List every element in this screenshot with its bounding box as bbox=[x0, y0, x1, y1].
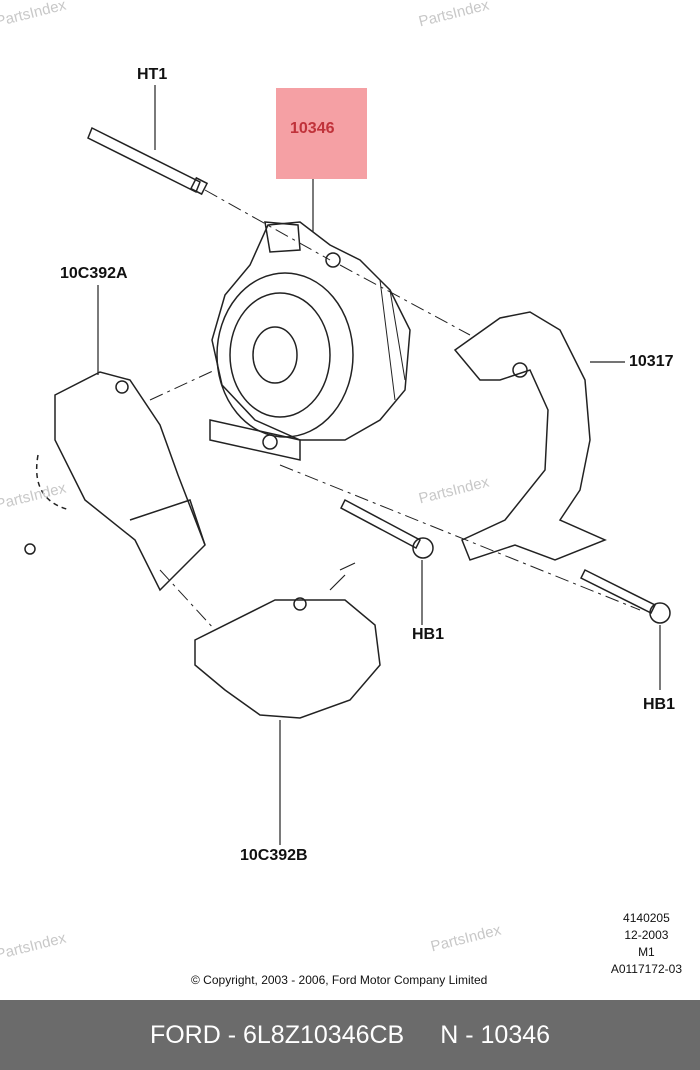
assembly-axes bbox=[149, 189, 641, 631]
bolt-hb1-b bbox=[579, 568, 671, 624]
bracket-10317 bbox=[453, 311, 607, 561]
callout-10c392a[interactable]: 10C392A bbox=[60, 265, 128, 282]
alternator-exploded-diagram bbox=[24, 85, 671, 845]
footer-bar: FORD - 6L8Z10346CB N - 10346 bbox=[0, 1000, 700, 1070]
callout-10346-highlight[interactable]: 10346 bbox=[276, 88, 367, 179]
callout-hb1[interactable]: HB1 bbox=[643, 696, 676, 713]
reference-number: N - 10346 bbox=[440, 1020, 551, 1049]
drawing-sheet: M1 bbox=[638, 945, 655, 959]
callout-10c392b[interactable]: 10C392B bbox=[240, 847, 308, 864]
callout-10346: 10346 bbox=[290, 120, 335, 137]
cover-10c392a bbox=[24, 371, 206, 592]
leader-lines bbox=[97, 85, 661, 845]
part-number: FORD - 6L8Z10346CB bbox=[149, 1020, 405, 1049]
bolt-hb1-a bbox=[340, 498, 434, 559]
callout-hb1[interactable]: HB1 bbox=[412, 626, 445, 643]
drawing-date: 12-2003 bbox=[624, 928, 669, 942]
stud-ht1 bbox=[87, 126, 209, 196]
callout-ht1[interactable]: HT1 bbox=[137, 66, 168, 83]
drawing-id: A0117172-03 bbox=[610, 962, 682, 976]
callout-10317[interactable]: 10317 bbox=[629, 353, 674, 370]
cover-10c392b bbox=[194, 562, 381, 719]
alternator-10346 bbox=[209, 221, 411, 461]
drawing-number: 4140205 bbox=[623, 911, 670, 925]
drawing-metadata: 4140205 12-2003 M1 A0117172-03 bbox=[611, 910, 682, 978]
copyright: © Copyright, 2003 - 2006, Ford Motor Com… bbox=[191, 973, 488, 987]
